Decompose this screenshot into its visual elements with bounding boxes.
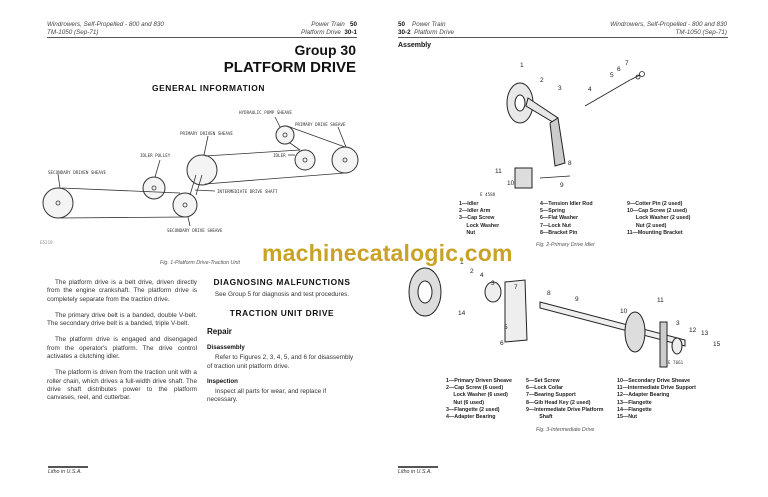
paragraph: The platform is driven from the traction…: [47, 369, 197, 402]
callout: 8: [568, 160, 572, 167]
paragraph: The primary drive belt is a banded, doub…: [47, 311, 197, 328]
header-subsection: Platform Drive: [301, 29, 341, 36]
header-title: Windrowers, Self-Propelled - 800 and 830: [47, 21, 164, 28]
callout: 3: [676, 320, 680, 327]
primary-driven-sheave: [186, 154, 218, 186]
figure-code: E 7661: [668, 360, 684, 365]
watermark: machinecatalogic.com: [262, 240, 513, 266]
callout: 8: [547, 290, 551, 297]
header-section: Power Train: [412, 21, 446, 28]
intermediate-drive-diagram: [408, 267, 686, 368]
callout: 4: [588, 86, 592, 93]
paragraph: The platform drive is engaged and diseng…: [47, 336, 197, 361]
disassembly-heading: Disassembly: [207, 344, 245, 352]
right-header-section: 50 Power Train 30-2 Platform Drive: [398, 21, 454, 37]
header-subsection: Platform Drive: [414, 29, 454, 36]
assembly-heading: Assembly: [398, 42, 432, 49]
callout: 11: [657, 297, 664, 304]
header-manual: TM-1050 (Sep-71): [47, 29, 99, 36]
page-title: PLATFORM DRIVE: [223, 59, 356, 76]
page-number: 30-2: [398, 29, 411, 36]
footer-rule: [398, 466, 438, 468]
callout: 3: [491, 280, 495, 287]
right-header-title: Windrowers, Self-Propelled - 800 and 830…: [610, 21, 727, 37]
paragraph: The platform drive is a belt drive, driv…: [47, 279, 197, 303]
header-manual: TM-1050 (Sep-71): [675, 29, 727, 36]
left-header-title: Windrowers, Self-Propelled - 800 and 830…: [47, 21, 164, 37]
header-section: Power Train: [311, 21, 345, 28]
fig2-legend-col2: 4—Tension Idler Rod 5—Spring 6—Flat Wash…: [540, 201, 593, 236]
header-title: Windrowers, Self-Propelled - 800 and 830: [610, 21, 727, 28]
secondary-drive-sheave: [172, 192, 198, 218]
callout: 7: [625, 60, 629, 67]
inspection-text: Inspect all parts for wear, and replace …: [207, 387, 327, 404]
callout: 7: [514, 284, 518, 291]
traction-heading: TRACTION UNIT DRIVE: [229, 308, 335, 319]
repair-heading: Repair: [207, 327, 232, 337]
idler: [294, 149, 316, 171]
secondary-driven-sheave: [42, 187, 74, 219]
callout: 2: [470, 268, 474, 275]
callout: 11: [495, 168, 502, 175]
label-secondary-driven-sheave: SECONDARY DRIVEN SHEAVE: [48, 170, 106, 175]
callout: 9: [560, 182, 564, 189]
header-rule: [398, 37, 728, 38]
fig3-legend-col2: 5—Set Screw 6—Lock Collar 7—Bearing Supp…: [526, 378, 604, 421]
general-info-text: The platform drive is a belt drive, driv…: [47, 279, 197, 411]
header-rule: [47, 37, 357, 38]
inspection-heading: Inspection: [207, 377, 238, 385]
label-secondary-drive-sheave: SECONDARY DRIVE SHEAVE: [167, 228, 223, 233]
figure-code: E 4588: [480, 192, 496, 197]
callout: 4: [480, 272, 484, 279]
diagnosing-text: See Group 5 for diagnosis and test proce…: [214, 291, 350, 298]
callout: 13: [701, 330, 709, 337]
fig2-legend-col1: 1—Idler 2—Idler Arm 3—Cap Screw Lock Was…: [459, 201, 500, 236]
fig3-legend-col3: 10—Secondary Drive Sheave 11—Intermediat…: [617, 378, 696, 421]
fig2-legend-col3: 9—Cotter Pin (2 used) 10—Cap Screw (2 us…: [627, 201, 691, 236]
callout: 1: [460, 259, 464, 266]
page-number: 30-1: [344, 29, 357, 36]
left-header-section: Power Train 50 Platform Drive 30-1: [301, 21, 357, 37]
label-hydraulic-pump-sheave: HYDRAULIC PUMP SHEAVE: [239, 110, 292, 115]
callout: 5: [504, 324, 508, 331]
callout: 12: [689, 327, 697, 334]
header-section-no: 50: [349, 21, 357, 28]
callout: 14: [458, 310, 466, 317]
callout: 10: [620, 308, 628, 315]
callout: 3: [558, 85, 562, 92]
primary-drive-idler-diagram: [506, 71, 645, 189]
fig3-legend-col1: 1—Primary Driven Sheave 2—Cap Screw (6 u…: [446, 378, 512, 421]
label-primary-drive-sheave: PRIMARY DRIVE SHEAVE: [295, 122, 346, 127]
figure-2-caption: Fig. 2-Primary Drive Idler: [536, 242, 595, 248]
idler-pulley: [142, 176, 166, 200]
footer: Litho in U.S.A.: [48, 469, 82, 475]
disassembly-text: Refer to Figures 2, 3, 4, 5, and 6 for d…: [207, 354, 354, 370]
callout: 2: [540, 77, 544, 84]
header-section-no: 50: [398, 21, 406, 28]
callout: 9: [575, 296, 579, 303]
hydraulic-pump-sheave: [275, 125, 295, 145]
callout: 6: [617, 66, 621, 73]
footer-rule: [48, 466, 88, 468]
figure-1-caption: Fig. 1-Platform Drive-Traction Unit: [160, 260, 240, 266]
footer: Litho in U.S.A.: [398, 469, 432, 475]
right-column: DIAGNOSING MALFUNCTIONS See Group 5 for …: [207, 277, 357, 404]
label-primary-driven-sheave: PRIMARY DRIVEN SHEAVE: [180, 131, 233, 136]
figure-code: E5219: [40, 240, 53, 245]
belt-drive-diagram: [42, 116, 359, 227]
primary-drive-sheave: [331, 146, 359, 174]
callout: 10: [507, 180, 515, 187]
general-information-heading: GENERAL INFORMATION: [152, 83, 265, 93]
group-title: Group 30: [294, 42, 356, 58]
label-idler-pulley: IDLER PULLEY: [140, 153, 171, 158]
callout: 15: [713, 341, 721, 348]
label-idler: IDLER: [273, 153, 286, 158]
diagnosing-heading: DIAGNOSING MALFUNCTIONS: [213, 277, 351, 287]
callout: 1: [520, 62, 524, 69]
figure-3-caption: Fig. 3-Intermediate Drive: [536, 427, 595, 433]
callout: 5: [610, 72, 614, 79]
callout: 6: [500, 340, 504, 347]
label-intermediate-drive-shaft: INTERMEDIATE DRIVE SHAFT: [217, 189, 278, 194]
